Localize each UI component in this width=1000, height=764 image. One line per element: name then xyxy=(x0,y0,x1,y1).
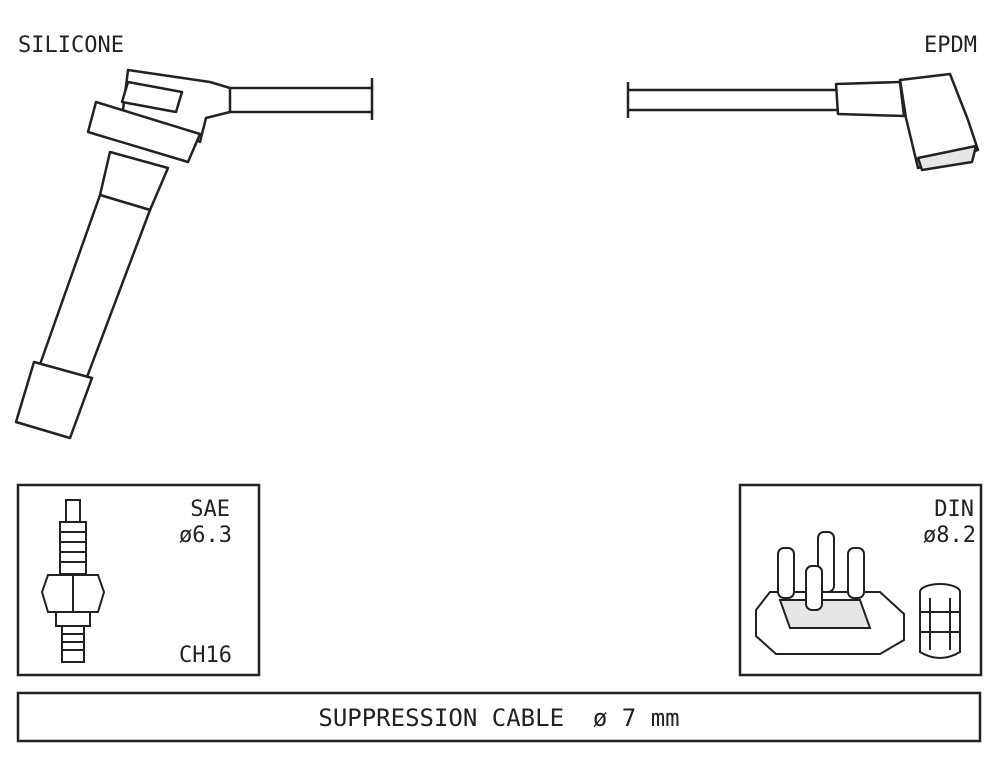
plug-standard-label: SAE xyxy=(190,497,230,522)
spark-plug-insulator xyxy=(59,521,87,575)
distributor-box: DIN ø8.2 xyxy=(738,483,983,677)
distributor-cap-icon xyxy=(755,531,961,659)
rotor-body xyxy=(919,592,961,659)
left-material-label: SILICONE xyxy=(18,33,124,58)
boot-head-slot xyxy=(120,80,184,114)
distributor-tower-3 xyxy=(847,547,865,599)
distributor-cap-top xyxy=(778,599,872,629)
cable-caption: SUPPRESSION CABLE ø 7 mm xyxy=(318,704,679,732)
spark-plug-seat xyxy=(55,611,91,627)
cable-caption-box: SUPPRESSION CABLE ø 7 mm xyxy=(16,691,982,743)
boot-tip xyxy=(14,360,94,440)
spark-plug-box: SAE ø6.3 CH16 xyxy=(16,483,261,677)
epdm-boot-ferrule xyxy=(834,80,906,118)
spark-plug-thread xyxy=(61,625,85,663)
boot-tube xyxy=(36,193,152,387)
boot-collar xyxy=(86,100,202,164)
epdm-boot-base xyxy=(916,144,978,172)
plug-code-label: CH16 xyxy=(179,643,232,668)
distributor-standard-label: DIN xyxy=(934,497,974,522)
distributor-diameter-label: ø8.2 xyxy=(923,523,976,548)
distributor-tower-4 xyxy=(805,565,823,611)
spark-plug-icon xyxy=(40,499,106,663)
epdm-boot-body xyxy=(898,72,980,170)
right-material-label: EPDM xyxy=(924,33,977,58)
epdm-boot-drawing xyxy=(626,72,980,172)
cable-caption-frame xyxy=(16,691,982,743)
plug-diameter-label: ø6.3 xyxy=(179,523,232,548)
silicone-boot-drawing xyxy=(14,68,374,440)
spark-plug-terminal xyxy=(65,499,81,523)
distributor-tower-1 xyxy=(777,547,795,599)
